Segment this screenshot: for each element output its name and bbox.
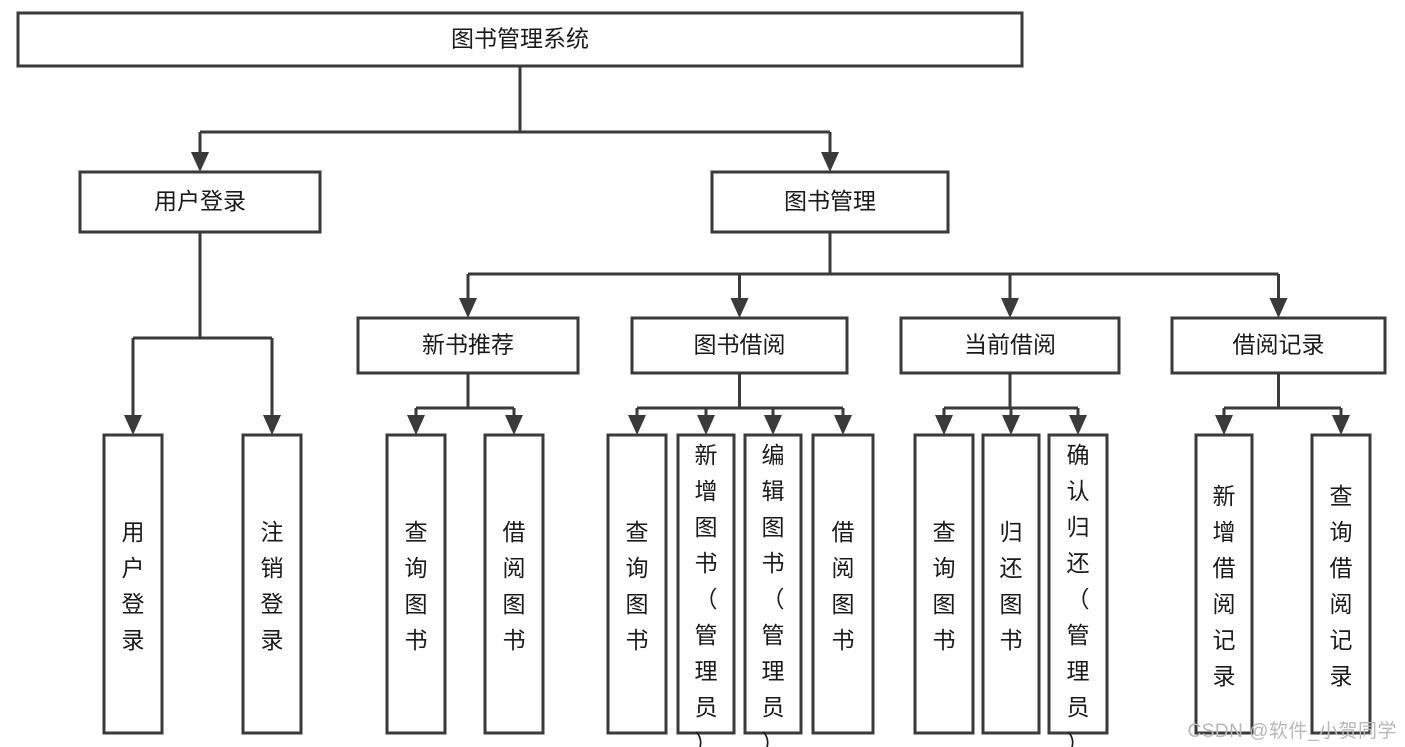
node-leaf-user-login[interactable]: 用户登录: [102, 433, 164, 735]
node-label-leaf-query-book-current: 查询图书: [933, 519, 956, 653]
connector-borrow-record-to-leaves: [1215, 373, 1350, 435]
node-leaf-confirm-return[interactable]: 确认归还（管理员）: [1047, 433, 1109, 747]
node-label-leaf-edit-book: 编辑图书（管理员）: [762, 442, 785, 747]
arrow-head-icon: [1001, 298, 1019, 318]
arrow-head-icon: [459, 298, 477, 318]
node-box-book-manage: [710, 170, 950, 234]
node-new-book-rec[interactable]: 新书推荐: [356, 316, 580, 375]
node-leaf-query-record[interactable]: 查询借阅记录: [1310, 433, 1372, 735]
node-box-leaf-query-book-rec: [385, 433, 447, 735]
node-box-leaf-confirm-return: [1047, 433, 1109, 735]
node-root[interactable]: 图书管理系统: [16, 11, 1024, 68]
connector-new-book-rec-to-leaves: [407, 373, 523, 435]
arrow-head-icon: [1269, 298, 1288, 318]
node-box-user-login: [78, 170, 322, 234]
node-label-book-manage: 图书管理: [784, 188, 876, 214]
connector-bookmanage-to-level3: [459, 232, 1288, 318]
arrow-head-icon: [628, 415, 646, 435]
nodes-layer: 图书管理系统用户登录图书管理新书推荐图书借阅当前借阅借阅记录用户登录注销登录查询…: [16, 11, 1387, 747]
node-box-leaf-query-record: [1310, 433, 1372, 735]
node-leaf-query-book-rec[interactable]: 查询图书: [385, 433, 447, 735]
node-box-leaf-return-book: [981, 433, 1041, 735]
node-box-borrow-record: [1170, 316, 1387, 375]
node-box-leaf-user-login: [102, 433, 164, 735]
node-leaf-add-record[interactable]: 新增借阅记录: [1194, 433, 1254, 735]
node-box-leaf-add-record: [1194, 433, 1254, 735]
node-label-leaf-confirm-return: 确认归还（管理员）: [1067, 442, 1090, 747]
node-box-leaf-borrow-book-rec: [483, 433, 545, 735]
node-box-leaf-edit-book: [743, 433, 803, 735]
arrow-head-icon: [697, 415, 715, 435]
connector-user-login-to-leaves: [124, 232, 281, 435]
node-box-leaf-add-book: [676, 433, 736, 735]
node-leaf-borrow-book-rec[interactable]: 借阅图书: [483, 433, 545, 735]
arrow-head-icon: [834, 415, 852, 435]
node-book-borrow[interactable]: 图书借阅: [630, 316, 849, 375]
node-box-current-borrow: [899, 316, 1121, 375]
arrow-head-icon: [407, 415, 425, 435]
node-label-current-borrow: 当前借阅: [964, 332, 1056, 358]
arrow-head-icon: [124, 415, 142, 435]
node-user-login[interactable]: 用户登录: [78, 170, 322, 234]
node-label-leaf-query-book-borrow: 查询图书: [626, 519, 649, 653]
arrow-head-icon: [1332, 415, 1350, 435]
node-label-leaf-add-book: 新增图书（管理员）: [695, 442, 718, 747]
node-label-root: 图书管理系统: [451, 26, 589, 52]
connector-book-borrow-to-leaves: [628, 373, 852, 435]
node-box-leaf-user-logout: [241, 433, 303, 735]
node-label-leaf-add-record: 新增借阅记录: [1213, 483, 1236, 689]
node-label-leaf-query-book-rec: 查询图书: [405, 519, 428, 653]
connector-root-to-level2: [191, 66, 839, 172]
node-box-root: [16, 11, 1024, 68]
node-label-leaf-return-book: 归还图书: [1000, 519, 1023, 653]
node-box-leaf-query-book-borrow: [606, 433, 668, 735]
node-borrow-record[interactable]: 借阅记录: [1170, 316, 1387, 375]
arrow-head-icon: [1215, 415, 1233, 435]
node-label-leaf-user-logout: 注销登录: [261, 519, 284, 653]
arrow-head-icon: [1069, 415, 1087, 435]
node-box-new-book-rec: [356, 316, 580, 375]
connector-current-borrow-to-leaves: [935, 373, 1087, 435]
node-leaf-return-book[interactable]: 归还图书: [981, 433, 1041, 735]
connectors-layer: [124, 66, 1350, 435]
arrow-head-icon: [764, 415, 782, 435]
node-box-leaf-query-book-current: [913, 433, 975, 735]
node-leaf-user-logout[interactable]: 注销登录: [241, 433, 303, 735]
node-label-new-book-rec: 新书推荐: [422, 332, 514, 358]
node-leaf-query-book-current[interactable]: 查询图书: [913, 433, 975, 735]
node-current-borrow[interactable]: 当前借阅: [899, 316, 1121, 375]
node-leaf-borrow-book[interactable]: 借阅图书: [811, 433, 875, 735]
node-label-leaf-borrow-book: 借阅图书: [832, 519, 855, 653]
node-label-user-login: 用户登录: [154, 188, 246, 214]
node-label-book-borrow: 图书借阅: [694, 332, 786, 358]
node-box-leaf-borrow-book: [811, 433, 875, 735]
node-box-book-borrow: [630, 316, 849, 375]
node-leaf-query-book-borrow[interactable]: 查询图书: [606, 433, 668, 735]
arrow-head-icon: [935, 415, 953, 435]
node-label-leaf-query-record: 查询借阅记录: [1330, 483, 1353, 689]
arrow-head-icon: [821, 152, 839, 172]
node-leaf-add-book[interactable]: 新增图书（管理员）: [676, 433, 736, 747]
arrow-head-icon: [1002, 415, 1020, 435]
arrow-head-icon: [505, 415, 523, 435]
node-label-leaf-user-login: 用户登录: [122, 519, 145, 653]
arrow-head-icon: [730, 298, 749, 318]
node-leaf-edit-book[interactable]: 编辑图书（管理员）: [743, 433, 803, 747]
watermark-label: CSDN @软件_小贺同学: [1187, 721, 1397, 742]
node-label-borrow-record: 借阅记录: [1233, 332, 1325, 358]
arrow-head-icon: [263, 415, 281, 435]
arrow-head-icon: [191, 152, 209, 172]
node-book-manage[interactable]: 图书管理: [710, 170, 950, 234]
node-label-leaf-borrow-book-rec: 借阅图书: [503, 519, 526, 653]
